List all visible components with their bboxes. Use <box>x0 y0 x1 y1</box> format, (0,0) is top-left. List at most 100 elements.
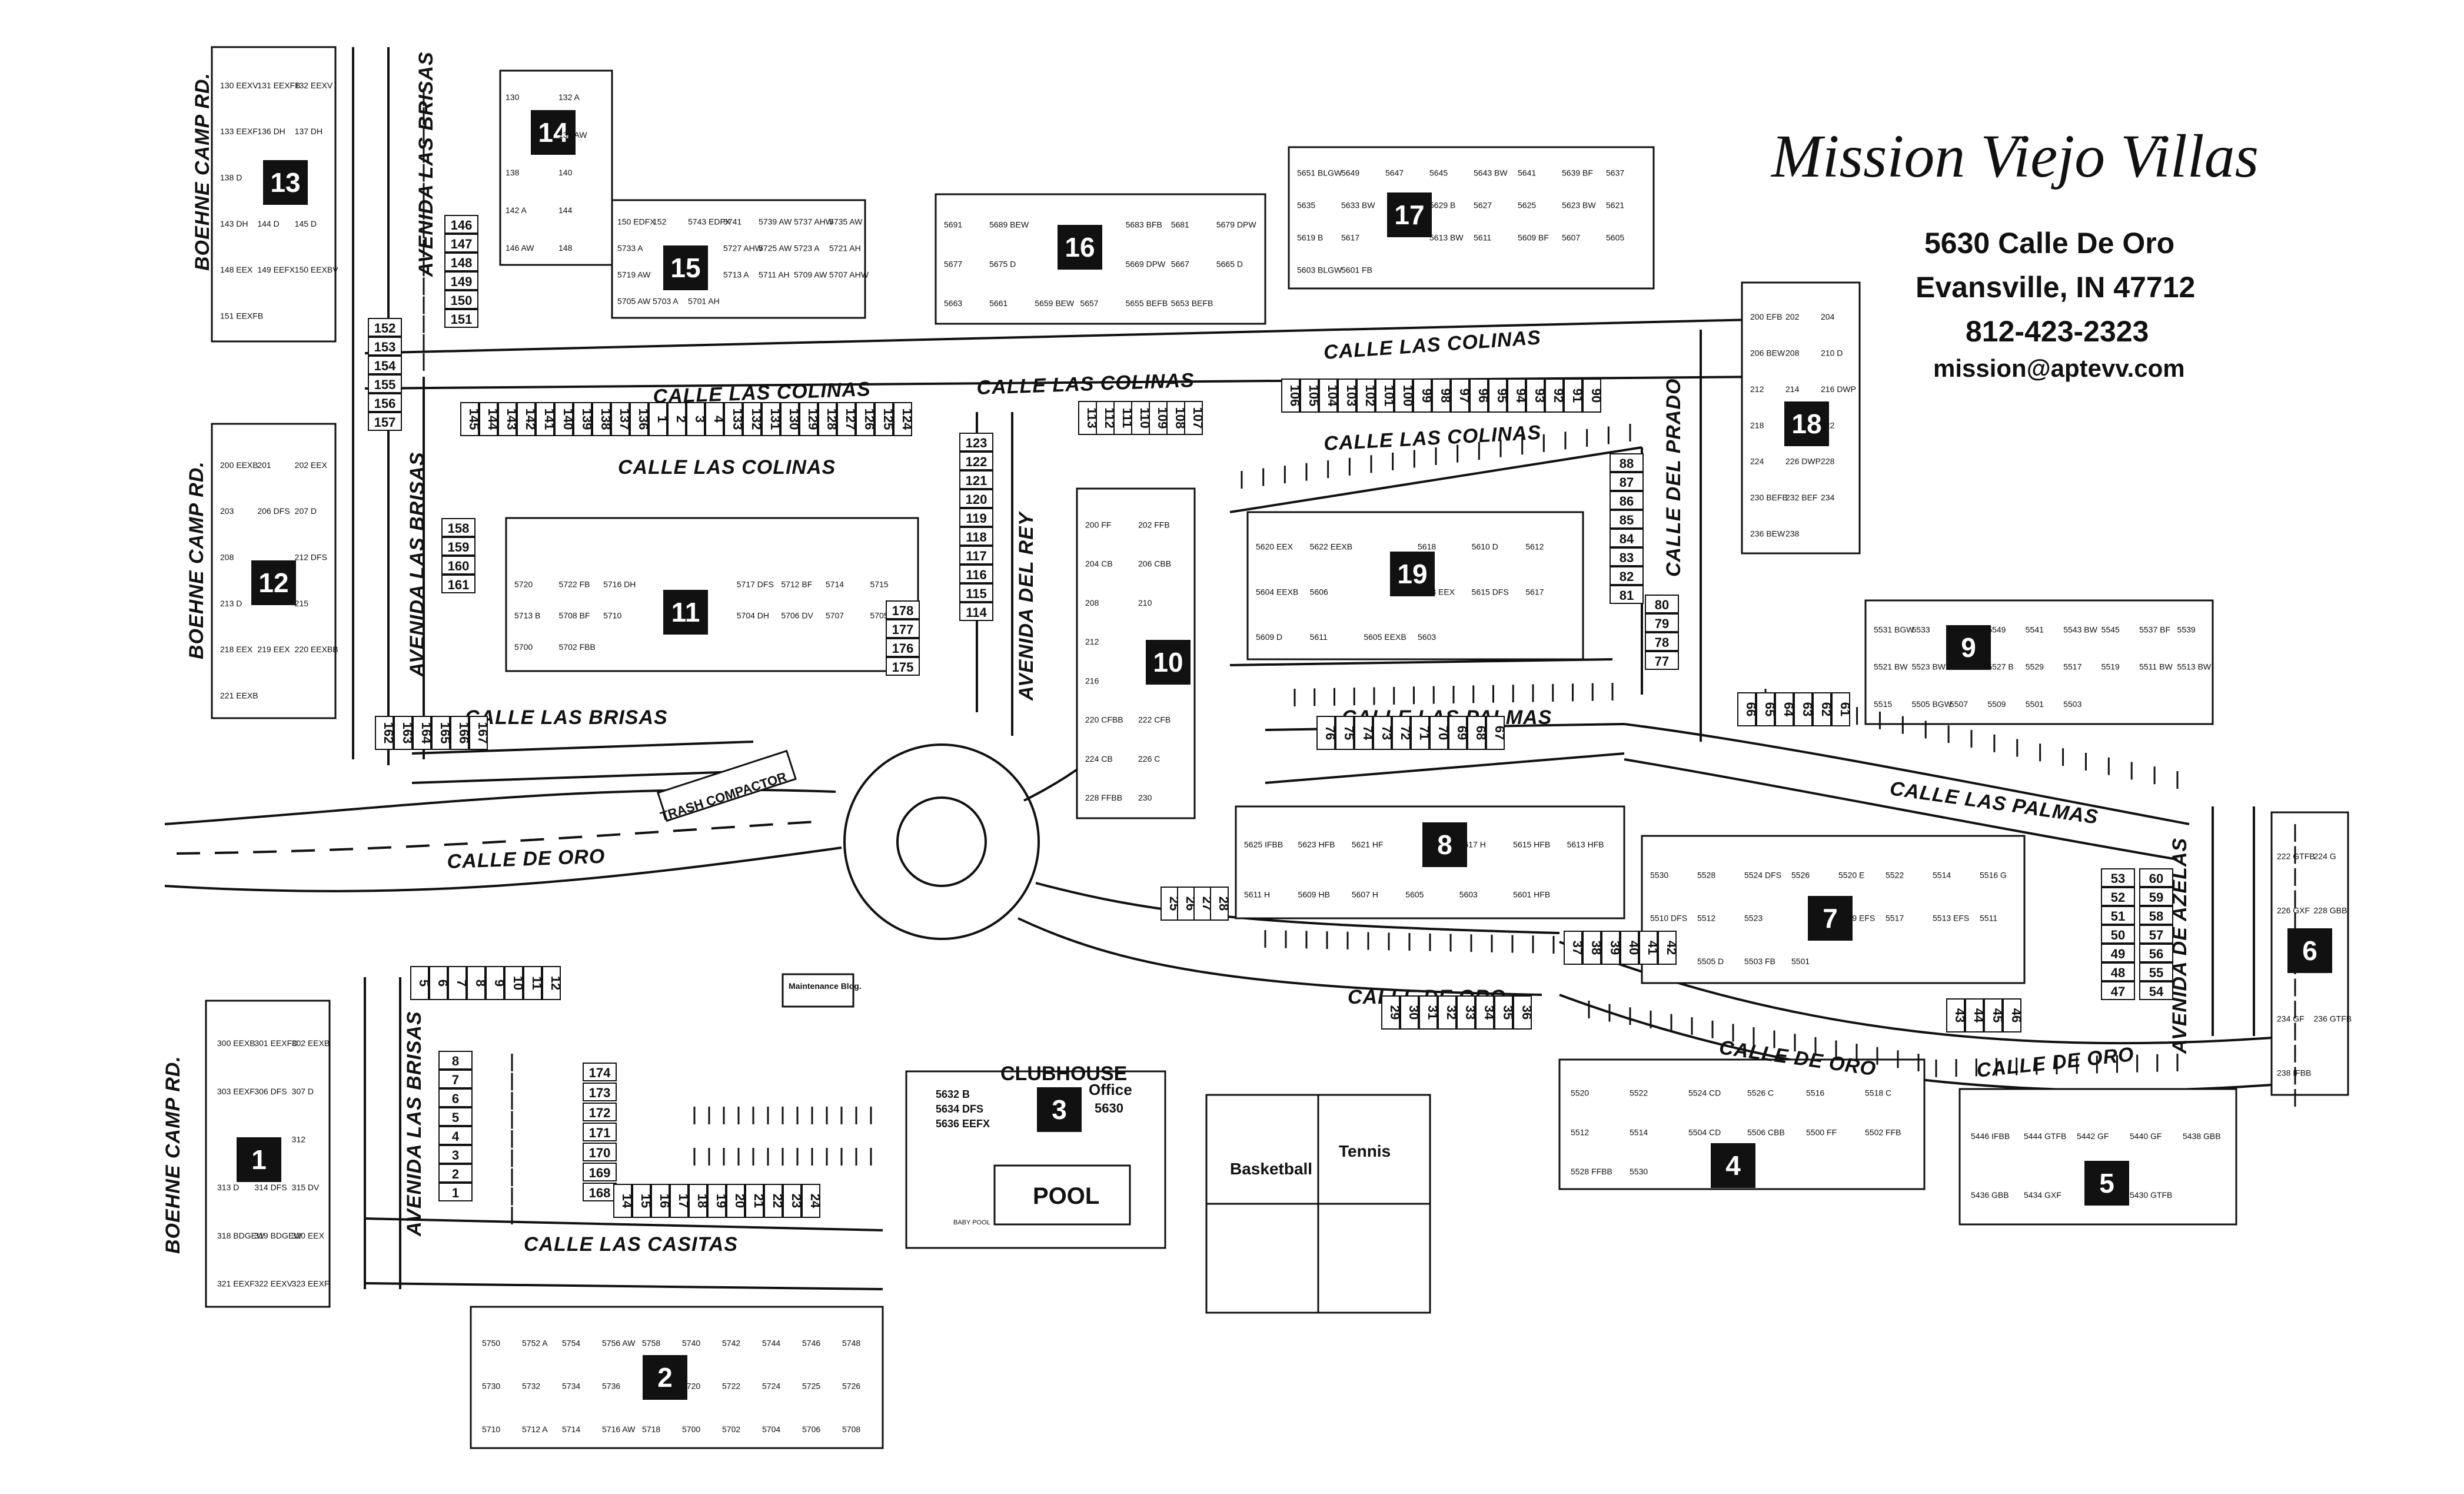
parking-space-box <box>959 527 993 546</box>
unit-label: 5722 FB <box>559 579 590 589</box>
parking-space-number: 79 <box>1655 616 1669 631</box>
unit-label: 5511 <box>1980 914 1997 923</box>
parking-space-number: 168 <box>589 1186 611 1200</box>
parking-space-number: 165 <box>438 722 453 744</box>
unit-label: 5524 DFS <box>1744 870 1781 879</box>
unit-label: 5430 GTFB <box>2130 1190 2172 1200</box>
building-3-marker[interactable] <box>1037 1087 1082 1132</box>
parking-space-number: 136 <box>636 409 651 430</box>
unit-label: 207 D <box>295 506 317 516</box>
parking-space-number: 91 <box>1570 389 1585 403</box>
parking-space-box <box>368 337 402 356</box>
parking-space-number: 57 <box>2149 928 2163 942</box>
parking-space-number: 143 <box>504 409 519 430</box>
parking-space-number: 76 <box>1323 726 1338 740</box>
building-14-marker[interactable] <box>531 110 576 155</box>
parking-space-box <box>2139 981 2173 1000</box>
building-6-marker[interactable] <box>2287 928 2332 973</box>
unit-label: 130 EEXV <box>220 81 258 90</box>
unit-label: 5708 BF <box>559 611 590 620</box>
parking-space-number: 122 <box>966 454 987 469</box>
building-10-marker[interactable] <box>1146 640 1191 685</box>
unit-label: 5511 BW <box>2139 662 2173 672</box>
parking-space-box <box>441 537 475 556</box>
building-12-marker[interactable] <box>251 560 296 605</box>
unit-label: 5635 <box>1297 201 1315 210</box>
office-label: Office <box>1089 1081 1132 1098</box>
unit-label: 5705 AW <box>617 297 651 306</box>
parking-space-number: 21 <box>751 1194 766 1208</box>
parking-space-box <box>651 1184 670 1218</box>
unit-label: 5501 <box>1791 957 1810 966</box>
pool-label: POOL <box>1033 1183 1099 1209</box>
parking-space-box <box>469 716 488 750</box>
building-17-number: 17 <box>1394 200 1424 230</box>
unit-label: 5735 AW <box>829 217 863 227</box>
parking-space-number: 130 <box>787 409 802 430</box>
parking-space-number: 102 <box>1363 385 1378 407</box>
unit-label: 5637 <box>1606 168 1624 178</box>
unit-label: 232 BEF <box>1785 493 1817 502</box>
email-line[interactable]: mission@aptevv.com <box>1933 354 2185 382</box>
building-5-marker[interactable] <box>2084 1161 2129 1206</box>
unit-label: 200 FF <box>1085 520 1111 529</box>
parking-space-number: 45 <box>1990 1008 2005 1022</box>
building-15-marker[interactable] <box>663 245 708 290</box>
parking-space-number: 16 <box>657 1194 672 1208</box>
unit-label: 5649 <box>1341 168 1359 178</box>
unit-label: 5604 EEXB <box>1256 587 1298 596</box>
building-1-marker[interactable] <box>237 1137 281 1182</box>
street-calle-las-colinas-3: CALLE LAS COLINAS <box>1323 326 1542 364</box>
parking-space-number: 162 <box>381 722 396 744</box>
parking-space-box <box>726 1184 745 1218</box>
parking-space-box <box>1411 716 1429 750</box>
unit-label: 5732 <box>522 1382 540 1391</box>
unit-label: 5706 DV <box>781 611 813 620</box>
parking-space-box <box>856 402 874 436</box>
unit-label: 234 GF <box>2277 1014 2305 1023</box>
unit-label: 5702 FBB <box>559 642 596 652</box>
unit-label: 218 <box>1750 420 1764 430</box>
parking-space-number: 67 <box>1492 726 1507 740</box>
parking-space-number: 70 <box>1436 726 1451 740</box>
unit-label: 230 <box>1138 793 1152 802</box>
building-13-marker[interactable] <box>263 160 308 205</box>
building-16-marker[interactable] <box>1058 225 1102 270</box>
parking-space-number: 105 <box>1306 385 1321 407</box>
building-8-marker[interactable] <box>1422 822 1467 867</box>
parking-space-number: 104 <box>1325 385 1340 407</box>
building-7-marker[interactable] <box>1808 896 1853 941</box>
unit-label: 5752 A <box>522 1338 548 1347</box>
parking-space-box <box>1610 547 1644 566</box>
parking-space-number: 138 <box>598 409 613 430</box>
parking-space-box <box>583 1183 617 1201</box>
parking-space-number: 11 <box>530 976 544 990</box>
unit-label: 301 EEXFD <box>254 1038 298 1048</box>
parking-space-box <box>959 470 993 489</box>
building-17-marker[interactable] <box>1387 192 1432 237</box>
parking-space-box <box>2139 962 2173 981</box>
parking-space-box <box>959 489 993 508</box>
unit-label: 230 BEFB <box>1750 493 1788 502</box>
parking-space-box <box>1394 379 1413 413</box>
building-18-marker[interactable] <box>1784 401 1829 446</box>
building-11-marker[interactable] <box>663 590 708 635</box>
unit-label: 202 EEX <box>295 460 328 470</box>
phone-line[interactable]: 812-423-2323 <box>1966 315 2149 348</box>
building-9-marker[interactable] <box>1946 625 1991 670</box>
unit-label: 5710 <box>603 611 621 620</box>
parking-space-box <box>444 215 478 234</box>
unit-label: 5503 <box>2063 699 2081 709</box>
unit-label: 5514 <box>1933 870 1951 879</box>
building-19-marker[interactable] <box>1390 552 1435 596</box>
parking-space-number: 144 <box>486 409 500 430</box>
building-4-marker[interactable] <box>1711 1143 1755 1188</box>
unit-label: 138 D <box>220 173 242 182</box>
building-2-marker[interactable] <box>643 1355 687 1400</box>
unit-label: 149 EEFX <box>257 265 295 274</box>
parking-space-box <box>583 1123 617 1141</box>
parking-space-box <box>368 356 402 374</box>
unit-label: 146 AW <box>506 243 534 253</box>
parking-space-number: 155 <box>374 377 396 392</box>
